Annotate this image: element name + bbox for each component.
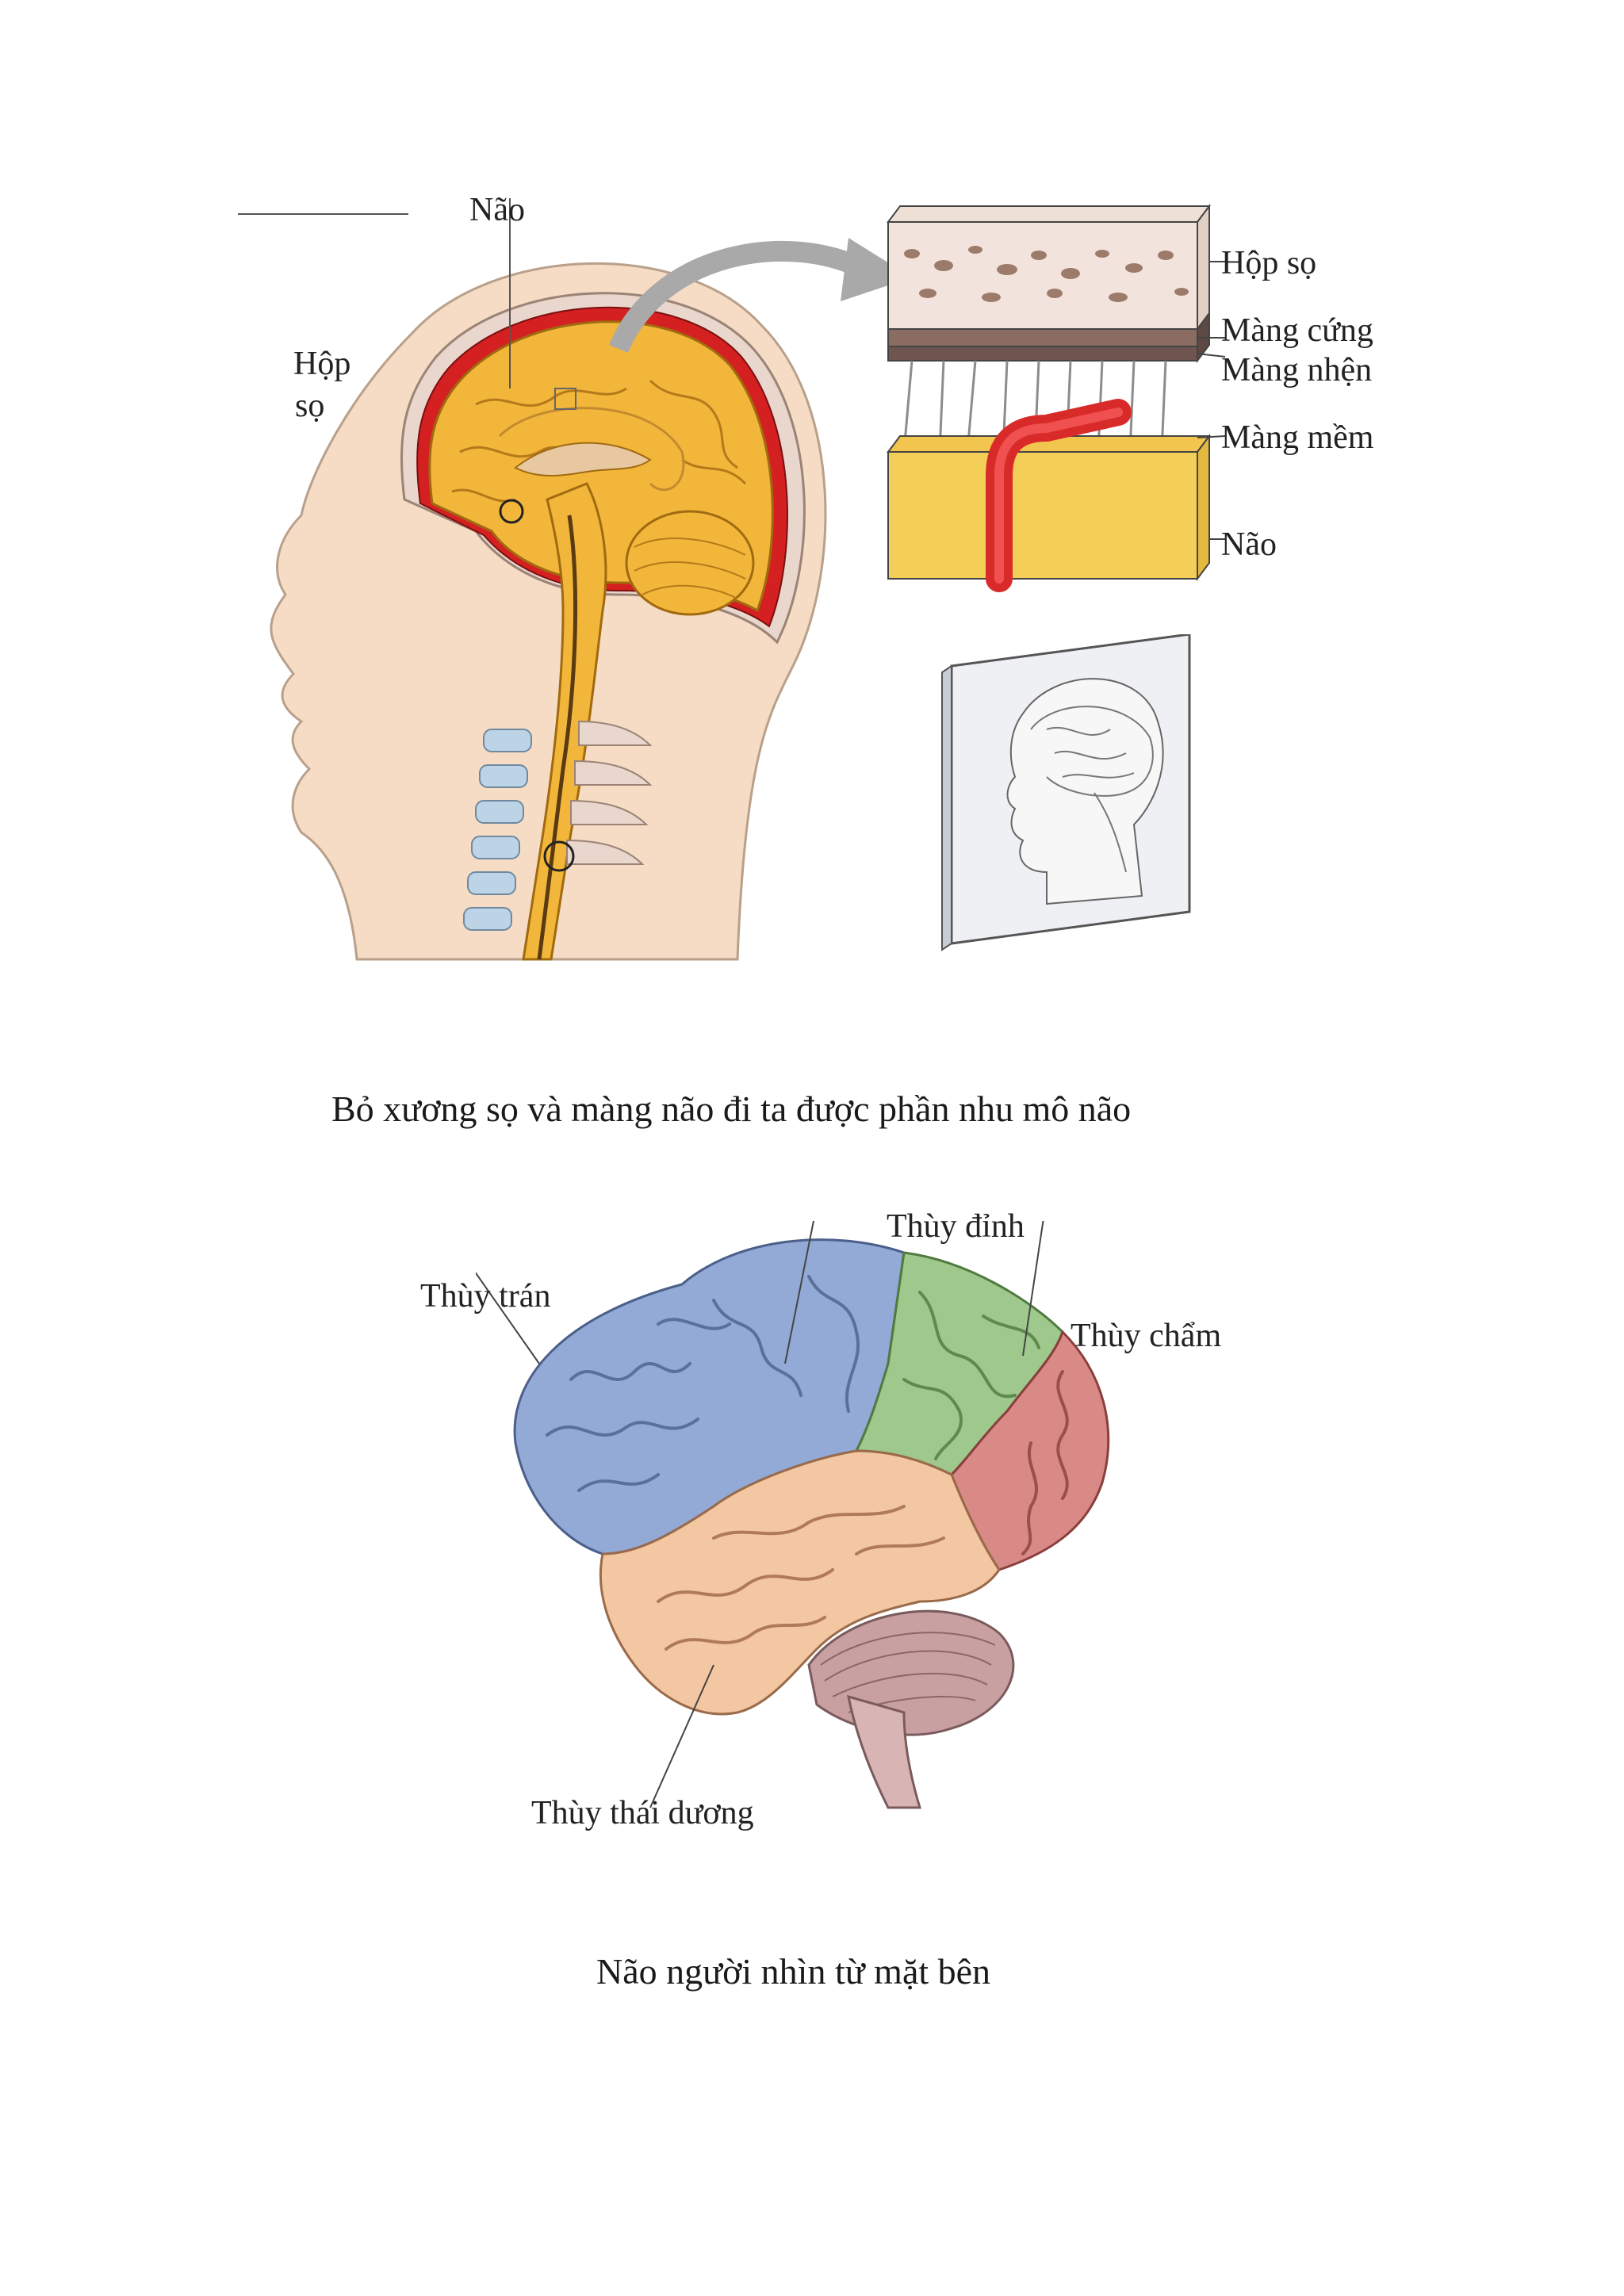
label-skull-right: Hộp sọ [1221, 245, 1316, 281]
head-sagittal-illustration [238, 198, 827, 961]
caption-meninges: Bỏ xương sọ và màng não đi ta được phần … [331, 1089, 1132, 1129]
caption-lateral-view: Não người nhìn từ mặt bên [596, 1951, 991, 1992]
label-frontal-lobe: Thùy trán [420, 1278, 550, 1314]
label-occipital-lobe: Thùy chẩm [1071, 1318, 1221, 1354]
label-temporal-lobe: Thùy thái dương [531, 1795, 754, 1831]
fig2-labels: Thùy trán Thùy đỉnh Thùy chẩm Thùy thái … [420, 1208, 1221, 1831]
label-brain-top: Não [469, 192, 525, 228]
label-skull-left-2: sọ [295, 388, 324, 424]
label-brain-right: Não [1221, 526, 1277, 563]
label-skull-left-1: Hộp [293, 346, 350, 382]
label-parietal-lobe: Thùy đỉnh [887, 1208, 1025, 1245]
label-pia: Màng mềm [1221, 419, 1374, 456]
fig1-left-labels: Não Hộp sọ [293, 192, 525, 424]
zoom-arrow-icon [609, 238, 912, 354]
label-arachnoid: Màng nhện [1221, 352, 1372, 388]
label-dura: Màng cứng [1221, 312, 1373, 349]
fig1-right-labels: Hộp sọ Màng cứng Màng nhện Màng mềm Não [1221, 245, 1374, 563]
brain-lobes-illustration [476, 1221, 1110, 1809]
head-brain-sketch [941, 634, 1191, 951]
meninges-layer-diagram [887, 204, 1226, 592]
